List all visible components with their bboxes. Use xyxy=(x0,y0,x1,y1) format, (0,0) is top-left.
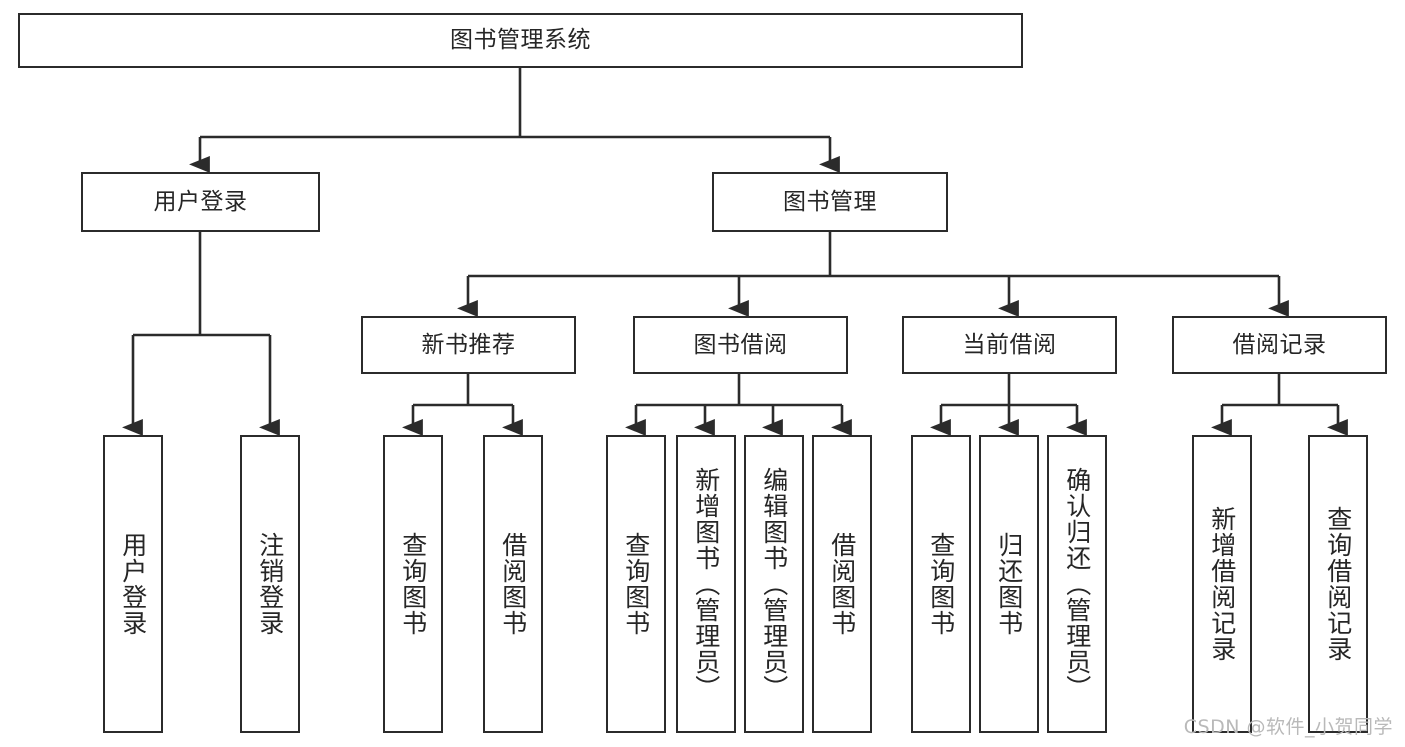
node-leaf-user-logout[interactable]: 注销登录 xyxy=(240,435,300,733)
node-user-login[interactable]: 用户登录 xyxy=(81,172,320,232)
node-label: 用户登录 xyxy=(153,188,248,215)
node-leaf-return-book[interactable]: 归还图书 xyxy=(979,435,1039,733)
node-label: 新增借阅记录 xyxy=(1207,506,1237,662)
node-book-management[interactable]: 图书管理 xyxy=(712,172,948,232)
node-root-book-management-system[interactable]: 图书管理系统 xyxy=(18,13,1023,68)
node-leaf-confirm-return-admin[interactable]: 确认归还（管理员） xyxy=(1047,435,1107,733)
node-book-borrow[interactable]: 图书借阅 xyxy=(633,316,848,374)
node-label: 当前借阅 xyxy=(962,331,1057,358)
node-label: 确认归还（管理员） xyxy=(1062,467,1092,701)
node-leaf-borrow-book[interactable]: 借阅图书 xyxy=(812,435,872,733)
node-leaf-user-login[interactable]: 用户登录 xyxy=(103,435,163,733)
node-label: 查询图书 xyxy=(398,532,428,636)
node-label: 新书推荐 xyxy=(421,331,516,358)
node-label: 借阅图书 xyxy=(498,532,528,636)
node-leaf-query-book-recommend[interactable]: 查询图书 xyxy=(383,435,443,733)
node-leaf-query-book-current[interactable]: 查询图书 xyxy=(911,435,971,733)
node-leaf-query-borrow-record[interactable]: 查询借阅记录 xyxy=(1308,435,1368,733)
node-leaf-edit-book-admin[interactable]: 编辑图书（管理员） xyxy=(744,435,804,733)
node-label: 借阅图书 xyxy=(827,532,857,636)
node-borrow-record[interactable]: 借阅记录 xyxy=(1172,316,1387,374)
node-leaf-add-book-admin[interactable]: 新增图书（管理员） xyxy=(676,435,736,733)
node-new-book-recommend[interactable]: 新书推荐 xyxy=(361,316,576,374)
node-label: 注销登录 xyxy=(255,532,285,636)
node-label: 图书借阅 xyxy=(693,331,788,358)
node-leaf-add-borrow-record[interactable]: 新增借阅记录 xyxy=(1192,435,1252,733)
node-label: 查询图书 xyxy=(926,532,956,636)
node-label: 用户登录 xyxy=(118,532,148,636)
node-label: 编辑图书（管理员） xyxy=(759,467,789,701)
node-leaf-borrow-book-recommend[interactable]: 借阅图书 xyxy=(483,435,543,733)
node-label: 图书管理系统 xyxy=(450,27,591,54)
node-label: 归还图书 xyxy=(994,532,1024,636)
node-leaf-query-book-borrow[interactable]: 查询图书 xyxy=(606,435,666,733)
node-label: 查询图书 xyxy=(621,532,651,636)
node-label: 借阅记录 xyxy=(1232,331,1327,358)
node-current-borrow[interactable]: 当前借阅 xyxy=(902,316,1117,374)
node-label: 图书管理 xyxy=(783,188,877,215)
node-label: 新增图书（管理员） xyxy=(691,467,721,701)
node-label: 查询借阅记录 xyxy=(1323,506,1353,662)
